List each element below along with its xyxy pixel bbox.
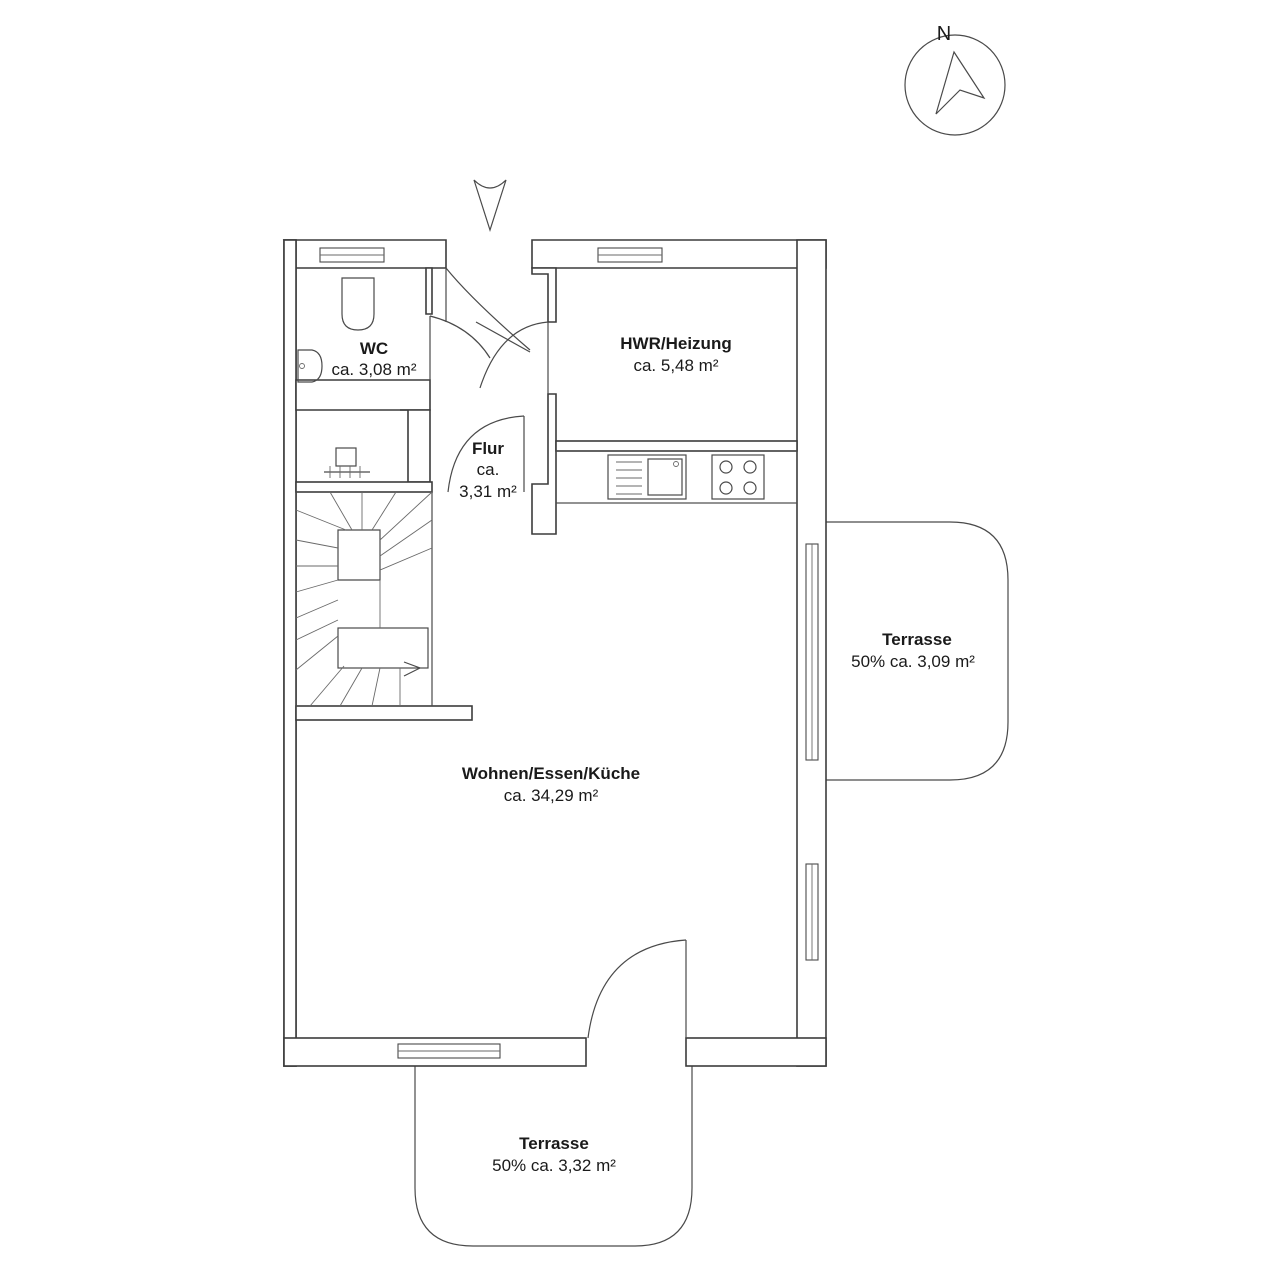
room-labels: WC ca. 3,08 m² HWR/Heizung ca. 5,48 m² F… <box>331 334 975 1175</box>
windows <box>319 247 819 1059</box>
terrace-east-outline <box>826 521 1009 781</box>
entrance-arrow-icon <box>473 179 507 232</box>
room-wc-area: ca. 3,08 m² <box>331 360 416 379</box>
doors <box>429 267 687 1039</box>
staircase <box>295 491 433 707</box>
room-wc-name: WC <box>360 339 388 358</box>
room-terrasse-south-area: 50% ca. 3,32 m² <box>492 1156 616 1175</box>
compass: N <box>904 23 1006 136</box>
room-fills <box>297 269 796 1037</box>
compass-ring <box>904 34 1006 136</box>
room-flur-area-line1: ca. <box>477 460 500 479</box>
room-flur-area-line2: 3,31 m² <box>459 482 517 501</box>
room-flur-name: Flur <box>472 439 504 458</box>
stove-icon <box>711 454 765 500</box>
kitchen-counter <box>555 450 798 504</box>
wc-fixtures <box>297 277 375 478</box>
stair-direction-arrow-icon <box>403 661 422 677</box>
interior-walls <box>295 267 798 721</box>
room-terrasse-east-name: Terrasse <box>882 630 952 649</box>
sink-icon <box>607 454 687 500</box>
room-terrasse-south-name: Terrasse <box>519 1134 589 1153</box>
room-wohnen-area: ca. 34,29 m² <box>504 786 599 805</box>
toilet-icon <box>341 277 375 331</box>
terrace-south-outline <box>414 1066 693 1247</box>
room-hwr-area: ca. 5,48 m² <box>633 356 718 375</box>
room-wohnen-name: Wohnen/Essen/Küche <box>462 764 640 783</box>
washbasin-icon <box>297 349 323 383</box>
room-hwr-name: HWR/Heizung <box>620 334 731 353</box>
room-terrasse-east-area: 50% ca. 3,09 m² <box>851 652 975 671</box>
north-arrow-icon <box>935 50 986 115</box>
compass-north-label: N <box>937 23 951 45</box>
